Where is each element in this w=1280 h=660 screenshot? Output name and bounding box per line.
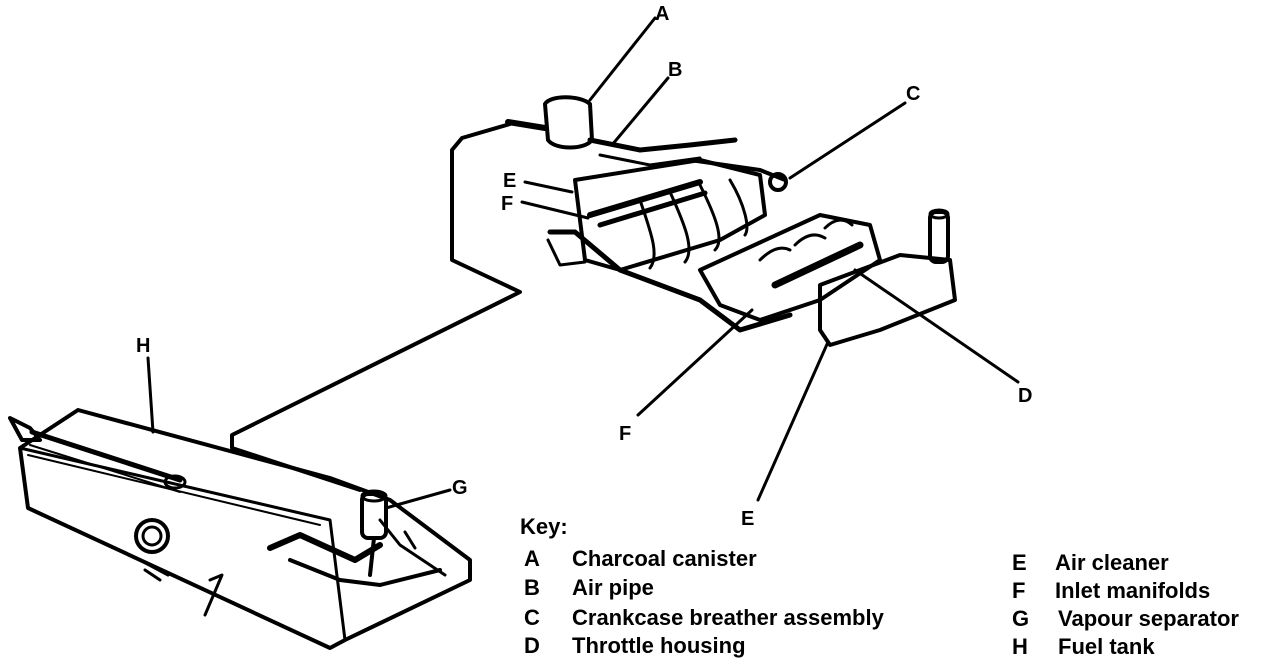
key-letter-c: C (524, 605, 540, 630)
callout-c: C (906, 83, 920, 105)
callout-b: B (668, 59, 682, 81)
leader-lines (146, 16, 1020, 510)
callout-g: G (452, 477, 468, 499)
key-letter-b: B (524, 575, 540, 600)
key-letter-g: G (1012, 606, 1029, 631)
key-heading: Key: (520, 514, 568, 539)
callout-e-lower: E (741, 508, 754, 530)
callout-f-lower: F (619, 423, 631, 445)
key-letter-d: D (524, 633, 540, 658)
key-label-f: Inlet manifolds (1055, 578, 1210, 603)
key-label-d: Throttle housing (572, 633, 746, 658)
key-label-e: Air cleaner (1055, 550, 1169, 575)
callout-e-upper: E (503, 170, 516, 192)
key-label-a: Charcoal canister (572, 546, 757, 571)
key-label-h: Fuel tank (1058, 634, 1155, 659)
callout-h: H (136, 335, 150, 357)
key-legend: Key: A Charcoal canister B Air pipe C Cr… (520, 514, 1239, 659)
engine-manifold-illustration (505, 95, 957, 347)
key-letter-e: E (1012, 550, 1027, 575)
callout-f-upper: F (501, 193, 513, 215)
callout-a: A (655, 3, 669, 25)
key-letter-a: A (524, 546, 540, 571)
fuel-tank-illustration (8, 408, 472, 650)
key-letter-f: F (1012, 578, 1025, 603)
key-label-c: Crankcase breather assembly (572, 605, 885, 630)
key-letter-h: H (1012, 634, 1028, 659)
key-label-g: Vapour separator (1058, 606, 1239, 631)
key-label-b: Air pipe (572, 575, 654, 600)
vapour-line (230, 122, 522, 492)
callout-d: D (1018, 385, 1032, 407)
